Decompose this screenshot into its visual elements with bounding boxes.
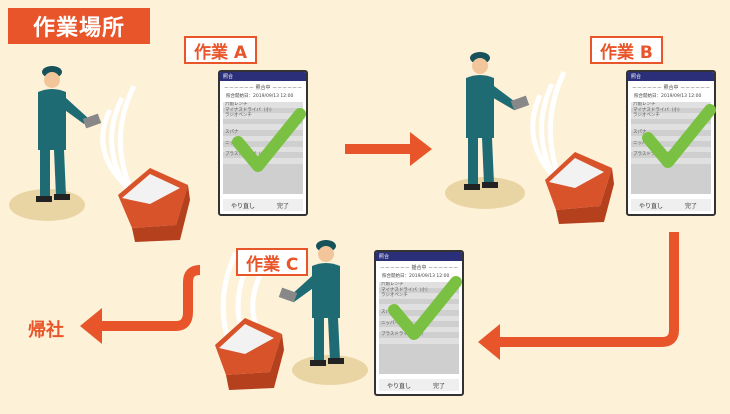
flow-arrow-a-to-b — [345, 132, 432, 166]
list-item: ラジオペンチ — [223, 113, 303, 119]
list-item: 六角レンチ — [223, 102, 303, 108]
task-label-c: 作業 C — [236, 248, 309, 276]
redo-button[interactable]: やり直し — [379, 379, 419, 391]
toolbox-c — [215, 318, 284, 390]
check-icon — [642, 104, 716, 168]
phone-screen-b: 照合 －－－－－－ 照合中 －－－－－－ 照合開始日：2019/09/13 12… — [626, 70, 716, 216]
list-item — [631, 135, 711, 142]
list-item: ラジオペンチ — [631, 113, 711, 119]
list-item: ニッパー — [381, 321, 399, 327]
worker-a — [36, 66, 102, 202]
phone-date: 照合開始日：2019/09/13 12:00 — [382, 274, 450, 279]
list-item — [223, 124, 303, 130]
list-item: 六角レンチ — [631, 102, 711, 108]
return-label: 帰社 — [28, 320, 64, 341]
phone-header: 照合 — [376, 252, 462, 261]
phone-status: －－－－－－ 揺合中 －－－－－－ — [379, 265, 459, 271]
flow-arrow-b-to-c — [498, 232, 679, 347]
page-title: 作業場所 — [8, 8, 150, 44]
list-item — [223, 146, 303, 153]
flow-arrow-c-to-return — [100, 265, 201, 331]
phone-status: －－－－－－ 照合中 －－－－－－ — [631, 85, 711, 91]
list-item: スパナ — [633, 129, 647, 135]
done-button[interactable]: 完了 — [419, 379, 459, 391]
check-icon — [232, 108, 306, 172]
list-item — [379, 337, 459, 344]
list-item: スパナ — [225, 129, 239, 135]
phone-status: －－－－－－ 照合中 －－－－－－ — [223, 85, 303, 91]
done-button[interactable]: 完了 — [263, 199, 303, 211]
list-item: マイナスドライバ（小） — [381, 287, 431, 293]
list-item — [379, 304, 459, 310]
list-item: マイナスドライバ（小） — [633, 107, 683, 113]
phone-date: 照合開始日：2019/09/13 12:00 — [634, 94, 702, 99]
toolbox-b — [545, 152, 614, 224]
list-item — [223, 135, 303, 142]
phone-date: 照合開始日：2019/09/13 12:00 — [226, 94, 294, 99]
redo-button[interactable]: やり直し — [631, 199, 671, 211]
flow-arrowhead-to-c — [478, 324, 500, 360]
list-item: ニッパー — [633, 141, 651, 147]
redo-button[interactable]: やり直し — [223, 199, 263, 211]
worker-c — [278, 240, 344, 366]
phone-header: 照合 — [220, 72, 306, 81]
list-item: スパナ — [381, 309, 395, 315]
list-item: マイナスドライバ（小） — [225, 107, 275, 113]
list-item: ラジオペンチ — [379, 293, 459, 299]
list-item: 六角レンチ — [379, 282, 459, 288]
task-label-b: 作業 B — [590, 36, 663, 64]
phone-header: 照合 — [628, 72, 714, 81]
done-button[interactable]: 完了 — [671, 199, 711, 211]
check-icon — [388, 276, 462, 340]
toolbox-a — [118, 168, 190, 242]
flow-arrowhead-to-return — [80, 308, 102, 344]
task-label-a: 作業 A — [184, 36, 258, 64]
list-item — [631, 124, 711, 130]
list-item: プラスドライバ（大） — [381, 332, 426, 338]
worker-b — [464, 52, 530, 190]
